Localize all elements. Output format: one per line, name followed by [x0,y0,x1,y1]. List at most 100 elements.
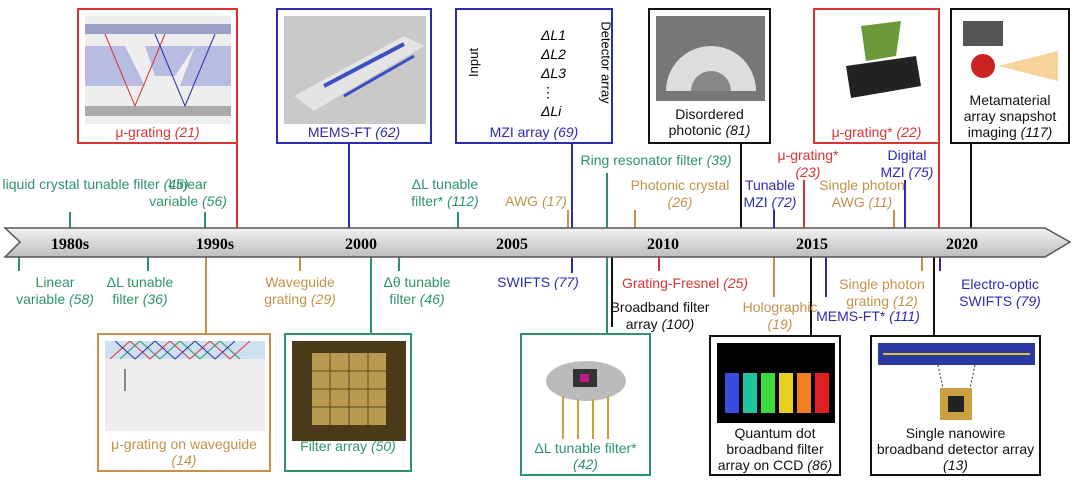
tick [147,257,149,271]
timeline-label: Broadband filter array (100) [610,299,710,332]
bottom-box-quantum-dot: Quantum dot broadband filter array on CC… [709,335,841,476]
top-box-mu-grating: μ-grating (21) [77,8,238,144]
tick [567,210,569,229]
connector-line [236,143,238,229]
tick [18,257,20,271]
device-photo-figure [821,16,934,116]
quantum-dot-vials-figure [717,343,835,423]
timeline-label: SWIFTS (77) [497,274,579,290]
box-title: Metamaterial array snapshot imaging [963,92,1057,140]
box-title: MEMS-FT [307,124,372,140]
tick [658,257,660,271]
filter-array-chip-figure [292,341,406,441]
timeline-label: AWG (17) [505,193,567,209]
connector-line [740,143,742,229]
tick [803,180,805,229]
top-box-mems-ft: MEMS-FT (62) [276,8,432,144]
ref: (62) [375,124,401,140]
tick [606,173,608,229]
bottom-box-filter-array: Filter array (50) [284,333,412,472]
year-label: 1990s [195,236,235,253]
ref: (117) [1020,124,1053,140]
tick [904,180,906,229]
metamaterial-figure [958,16,1064,86]
box-title: Disordered photonic [668,106,744,138]
bottom-box-nanowire: Single nanowire broadband detector array… [870,335,1041,476]
timeline-label: MEMS-FT* (111) [816,308,920,324]
top-box-metamaterial: Metamaterial array snapshot imaging (117… [950,8,1070,144]
ref: (21) [174,124,200,140]
ref: (42) [573,456,598,472]
tick [457,212,459,229]
packaged-device-figure [528,341,645,441]
waveguide-schematic-figure [85,16,231,124]
timeline-label: Electro-optic SWIFTS (79) [959,276,1041,309]
timeline-label: ΔL tunable filter (36) [106,274,174,307]
connector-line [810,257,812,335]
tick [773,210,775,229]
grating-waveguide-figure [105,341,265,431]
box-title: Quantum dot broadband filter array on CC… [717,425,824,473]
bottom-box-mu-grating-waveguide: μ-grating on waveguide (14) [97,333,271,472]
top-box-mu-grating-star: μ-grating* (22) [813,8,940,144]
timeline-label: Holographic (19) [742,299,818,332]
ref: (14) [171,452,197,468]
box-title: ΔL tunable filter* [534,440,637,456]
box-title: MZI array [489,124,550,140]
tick [773,257,775,297]
year-label: 2000 [345,236,377,253]
box-title: μ-grating [115,124,171,140]
timeline-label: ΔL tunable filter* (112) [411,176,479,209]
connector-line [933,257,935,335]
timeline-label: Photonic crystal (26) [630,177,730,210]
ref: (22) [896,124,922,140]
input-label: Input [465,48,481,77]
timeline-label: Tunable MZI (72) [743,177,797,210]
connector-line [606,257,608,335]
tick [398,257,400,271]
timeline-label: Digital MZI (75) [880,147,934,180]
timeline-label: Waveguide grating (29) [264,274,336,307]
box-title: μ-grating on waveguide [111,436,257,452]
tick [921,257,923,271]
connector-line [205,257,207,335]
timeline-label: Ring resonator filter (39) [580,152,732,168]
connector-line [348,143,350,229]
timeline-label: Linear variable (56) [149,176,227,209]
bottom-box-tunable-filter: ΔL tunable filter* (42) [520,333,651,476]
timeline-label: Grating-Fresnel (25) [621,275,749,291]
disordered-photonic-figure [656,16,765,101]
box-title: Single nanowire broadband detector array [876,425,1035,457]
ref: (13) [943,457,968,473]
year-label: 2010 [647,236,679,253]
top-box-disordered-photonic: Disordered photonic (81) [648,8,771,144]
year-label: 1980s [50,236,90,253]
mems-sem-figure [284,16,426,124]
ref: (69) [553,124,579,140]
nanowire-array-figure [878,343,1035,420]
timeline-label: Single photon AWG (11) [819,177,905,210]
box-title: Filter array [300,438,368,454]
tick [204,212,206,229]
tick [299,257,301,271]
timeline-label: Single photon grating (12) [839,276,925,309]
timeline-arrow [3,227,1072,258]
ref: (50) [370,438,396,454]
connector-line [370,257,372,335]
tick [893,210,895,229]
connector-line [571,143,573,273]
tick [825,257,827,297]
year-label: 2005 [496,236,528,253]
ref: (81) [725,122,751,138]
timeline-label: μ-grating* (23) [777,147,839,180]
year-label: 2020 [946,236,978,253]
timeline-label: Δn liquid crystal tunable filter (45) [0,176,189,192]
connector-line [938,143,940,229]
tick [69,212,71,229]
timeline-label: Δθ tunable filter (46) [383,274,451,307]
timeline-label: Linear variable (58) [16,274,94,307]
year-label: 2015 [796,236,828,253]
ref: (86) [807,457,833,473]
connector-line [611,257,613,327]
